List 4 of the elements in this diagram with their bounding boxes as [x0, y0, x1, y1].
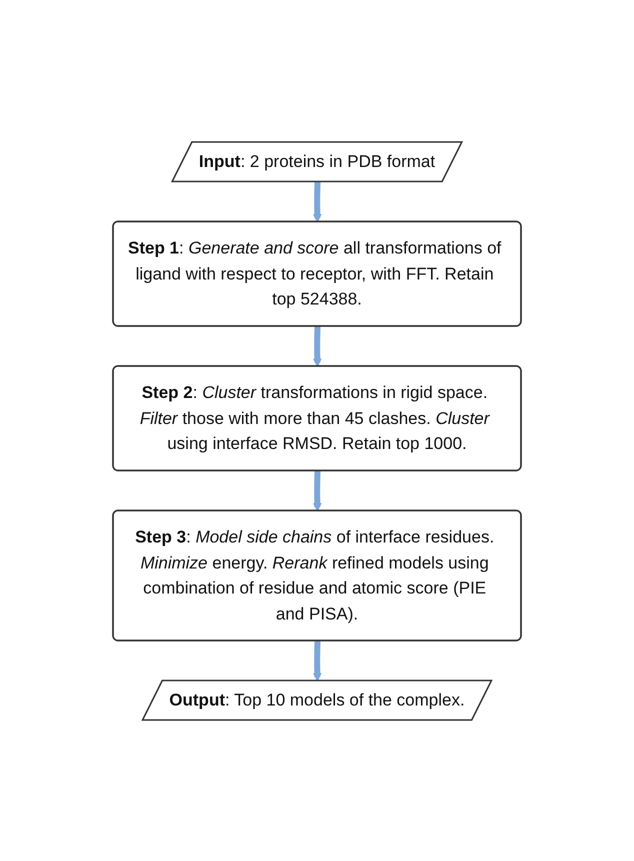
arrow: [312, 640, 322, 681]
arrow: [312, 326, 322, 366]
arrow: [312, 181, 322, 222]
arrow: [312, 470, 322, 511]
